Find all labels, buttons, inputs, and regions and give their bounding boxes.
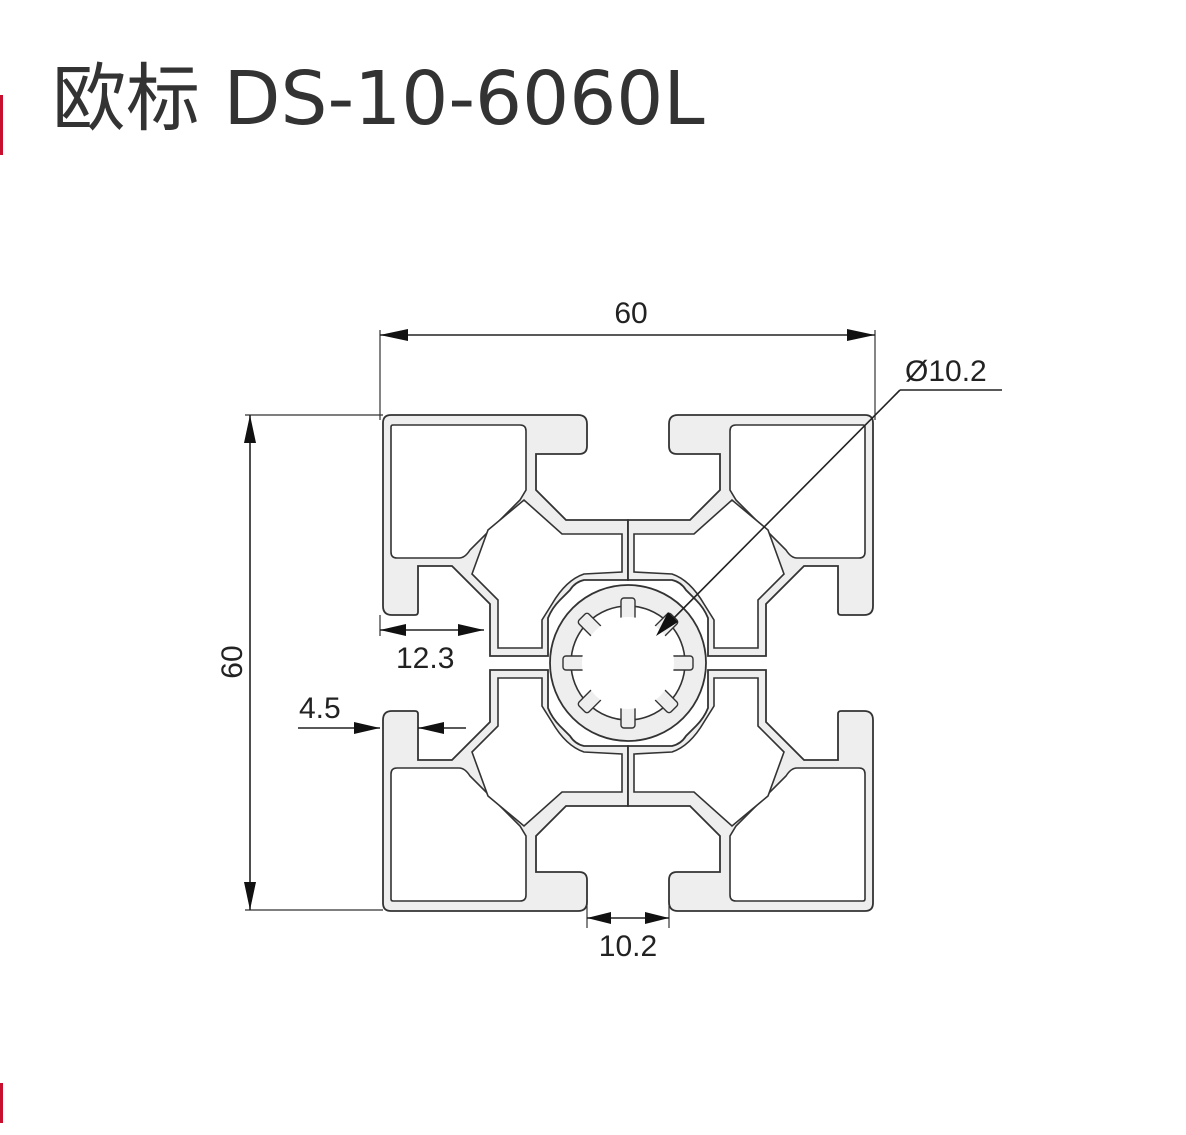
dimension-lip-thickness-label: 4.5: [299, 692, 341, 725]
profile-cross-section: [382, 414, 874, 912]
edge-marker-bottom: [0, 1083, 3, 1123]
dimension-height: 60: [216, 414, 383, 911]
dimension-width: 60: [379, 297, 876, 420]
dimension-slot-depth: 12.3: [379, 615, 484, 675]
dimension-slot-width-label: 10.2: [599, 930, 657, 963]
dimension-lip-thickness: 4.5: [298, 692, 466, 734]
dimension-width-label: 60: [614, 297, 647, 330]
dimension-center-bore-label: Ø10.2: [905, 355, 987, 388]
dimension-slot-depth-label: 12.3: [396, 642, 454, 675]
dimension-center-bore: Ø10.2: [656, 355, 1002, 636]
edge-marker-top: [0, 95, 3, 155]
page-title: 欧标 DS-10-6060L: [52, 56, 705, 142]
dimension-slot-width: 10.2: [586, 900, 670, 963]
dimension-height-label: 60: [216, 645, 249, 678]
